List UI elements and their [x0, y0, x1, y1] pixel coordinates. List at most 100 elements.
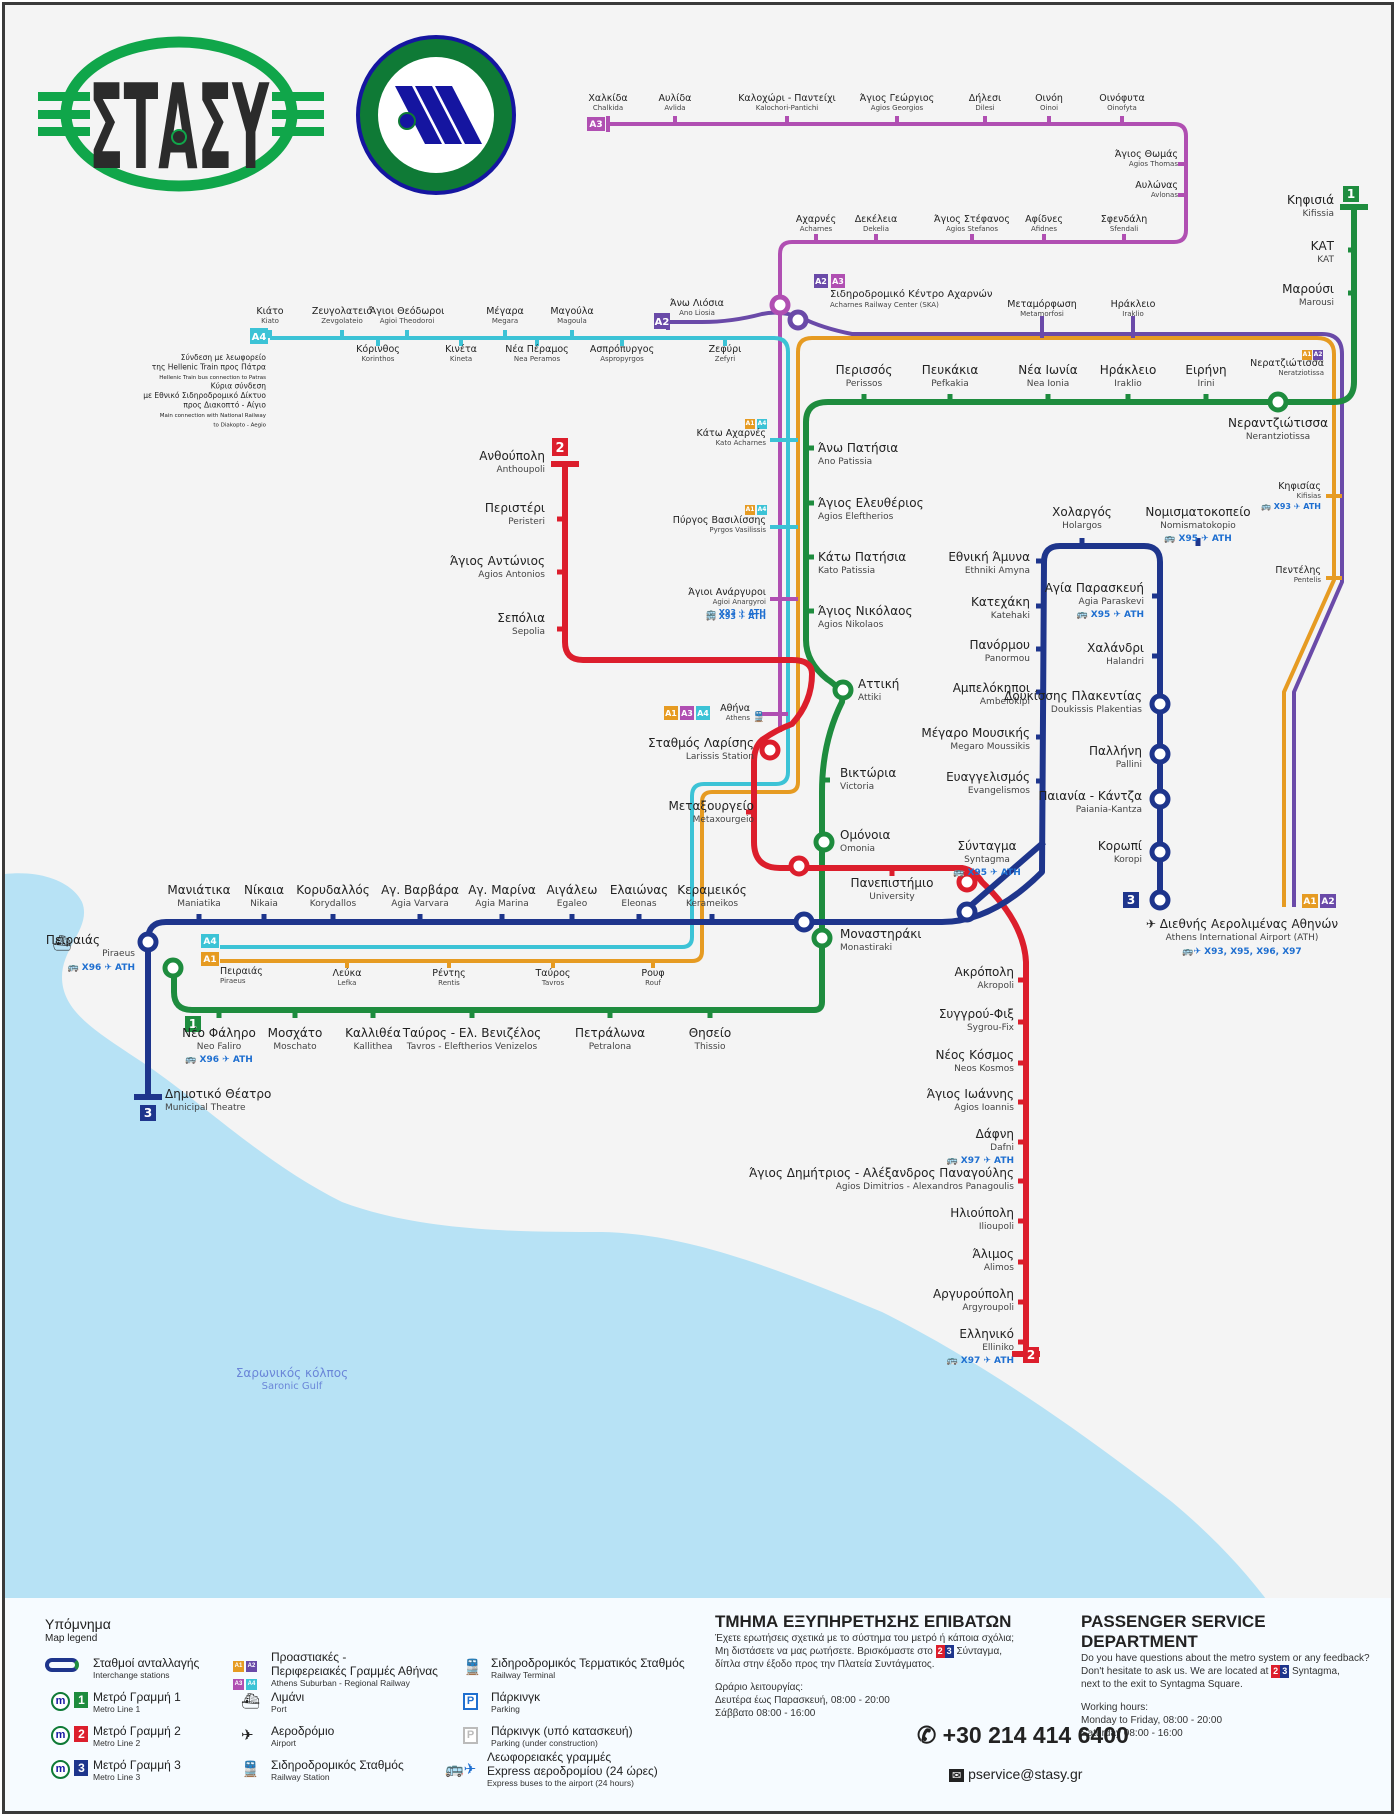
- line-A4: [220, 336, 790, 949]
- service-hours-en: Working hours:Monday to Friday, 08:00 - …: [1081, 1702, 1223, 1739]
- station-name: Κορυδαλλός: [296, 883, 370, 897]
- station-name-en: Afidnes: [1031, 225, 1057, 233]
- station-name-en: Nomismatokopio: [1160, 521, 1236, 531]
- legend-item-label: Μετρό Γραμμή 3: [93, 1758, 181, 1772]
- interchange-station[interactable]: [1267, 391, 1289, 413]
- station-name: Νέα Ιωνία: [1018, 363, 1078, 377]
- station-name: Μαγούλα: [550, 306, 593, 317]
- station-name: Κινέτα: [445, 344, 477, 355]
- interchange-station[interactable]: [956, 901, 978, 923]
- station-name: Βικτώρια: [840, 766, 896, 780]
- station-name: Οινόη: [1035, 93, 1063, 104]
- station-name-en: Agios Ioannis: [954, 1103, 1014, 1113]
- station-name: Άγιος Ιωάννης: [927, 1087, 1014, 1101]
- email-contact[interactable]: ✉ pservice@stasy.gr: [949, 1766, 1082, 1782]
- interchange-station[interactable]: [793, 911, 815, 933]
- svg-text:A2: A2: [1314, 351, 1323, 358]
- station-name: Σιδηροδρομικό Κέντρο Αχαρνών: [830, 288, 993, 300]
- station-name-en: Zefyri: [715, 355, 735, 363]
- legend-subtitle: Map legend: [45, 1633, 98, 1644]
- station-name: Μέγαρο Μουσικής: [921, 726, 1030, 740]
- interchange-station[interactable]: [162, 957, 184, 979]
- station-name: ✈ Διεθνής Αερολιμένας Αθηνών: [1146, 917, 1338, 931]
- line-badge: A4: [201, 934, 219, 948]
- station-name: Ακρόπολη: [954, 965, 1014, 979]
- station-name-en: Athens: [726, 714, 751, 722]
- interchange-station[interactable]: [1149, 693, 1171, 715]
- email-address[interactable]: pservice@stasy.gr: [968, 1766, 1083, 1782]
- station-name: Άγιοι Θεόδωροι: [370, 306, 445, 317]
- interchange-station[interactable]: [1149, 743, 1171, 765]
- station-name: Χολαργός: [1052, 505, 1112, 519]
- station-name-en: Agios Georgios: [871, 104, 924, 112]
- legend-item-label: Προαστιακές -: [271, 1650, 347, 1664]
- station-name: Σφενδάλη: [1101, 214, 1147, 225]
- legend-item-label: Σιδηροδρομικός Τερματικός Σταθμός: [491, 1656, 685, 1670]
- express-bus-label: 🚌✈ X93, X95, X96, X97: [1182, 947, 1301, 957]
- legend-interchange: [45, 1656, 79, 1674]
- interchange-station[interactable]: [813, 831, 835, 853]
- station-name-en: Maniatika: [177, 899, 221, 909]
- station-name-en: Ano Patissia: [818, 457, 872, 467]
- svg-text:A1: A1: [1303, 897, 1316, 907]
- station-name-en: Doukissis Plakentias: [1051, 705, 1142, 715]
- station-name-en: Agioi Anargyroi: [713, 598, 766, 606]
- svg-text:A1: A1: [746, 420, 755, 427]
- interchange-station[interactable]: [769, 294, 791, 316]
- station-name: Ηράκλειο: [1100, 363, 1157, 377]
- station-name-en: Agios Antonios: [478, 570, 545, 580]
- station-name: Κιάτο: [256, 306, 283, 317]
- interchange-station[interactable]: [1149, 841, 1171, 863]
- kiato-note: Hellenic Train bus connection to Patras: [159, 375, 266, 381]
- svg-text:A3: A3: [681, 709, 693, 718]
- interchange-station[interactable]: [1149, 889, 1171, 911]
- station-name-en: Rouf: [645, 979, 661, 987]
- svg-text:A1: A1: [746, 506, 755, 513]
- station-name: Ελληνικό: [959, 1327, 1014, 1341]
- station-name-en: Korinthos: [362, 355, 395, 363]
- metro-map: Σαρωνικός κόλπος Saronic Gulf ΣΤΑΣΥ A3A2…: [5, 35, 1391, 1811]
- interchange-station[interactable]: [956, 871, 978, 893]
- kiato-note: Σύνδεση με λεωφορείο: [181, 353, 267, 362]
- station-name: Άγιος Γεώργιος: [860, 93, 934, 104]
- line-badge: A4: [757, 505, 767, 515]
- service-text-en: Do you have questions about the metro sy…: [1081, 1653, 1370, 1690]
- phone-contact[interactable]: ✆ +30 214 414 6400: [917, 1722, 1129, 1749]
- interchange-station[interactable]: [811, 927, 833, 949]
- line-badge: A4: [250, 328, 268, 344]
- svg-text:1: 1: [1347, 187, 1355, 201]
- interchange-station[interactable]: [759, 739, 781, 761]
- interchange-station[interactable]: [1149, 788, 1171, 810]
- interchange-station[interactable]: [787, 309, 809, 331]
- station-name-en: Athens International Airport (ATH): [1166, 933, 1319, 943]
- station-name-en: Ano Liosia: [679, 309, 715, 317]
- phone-number[interactable]: +30 214 414 6400: [942, 1722, 1129, 1748]
- line-badge: A1: [201, 952, 219, 966]
- interchange-station[interactable]: [832, 679, 854, 701]
- svg-text:A2: A2: [815, 277, 827, 286]
- station-name: Παλλήνη: [1089, 744, 1142, 758]
- station-name: Θησείο: [689, 1026, 732, 1040]
- line-badge: A2: [814, 274, 828, 288]
- station-name: Μανιάτικα: [167, 883, 230, 897]
- mail-icon: ✉: [949, 1769, 965, 1782]
- station-name: Πανεπιστήμιο: [851, 876, 934, 890]
- svg-text:2: 2: [1027, 1348, 1035, 1362]
- metro-line1-icon: m 1: [51, 1691, 89, 1711]
- interchange-station[interactable]: [788, 855, 810, 877]
- legend-item-label: Express αεροδρομίου (24 ώρες): [487, 1764, 658, 1778]
- legend-item-sublabel: Parking: [491, 1704, 520, 1714]
- station-name: Ευαγγελισμός: [946, 770, 1030, 784]
- station-name: Ρουφ: [641, 968, 664, 979]
- line-badge: A1: [1302, 350, 1312, 360]
- station-name-en: Piraeus: [102, 949, 135, 959]
- station-name-en: Larissis Station: [686, 752, 754, 762]
- parking-icon: P: [463, 1691, 478, 1710]
- legend-item-sublabel: Metro Line 2: [93, 1738, 141, 1748]
- station-name-en: Avlonas: [1151, 191, 1178, 199]
- station-name-en: Agios Dimitrios - Alexandros Panagoulis: [836, 1182, 1015, 1192]
- interchange-station[interactable]: [137, 931, 159, 953]
- station-name-en: Sfendali: [1110, 225, 1138, 233]
- station-name: Αυλώνας: [1135, 180, 1178, 191]
